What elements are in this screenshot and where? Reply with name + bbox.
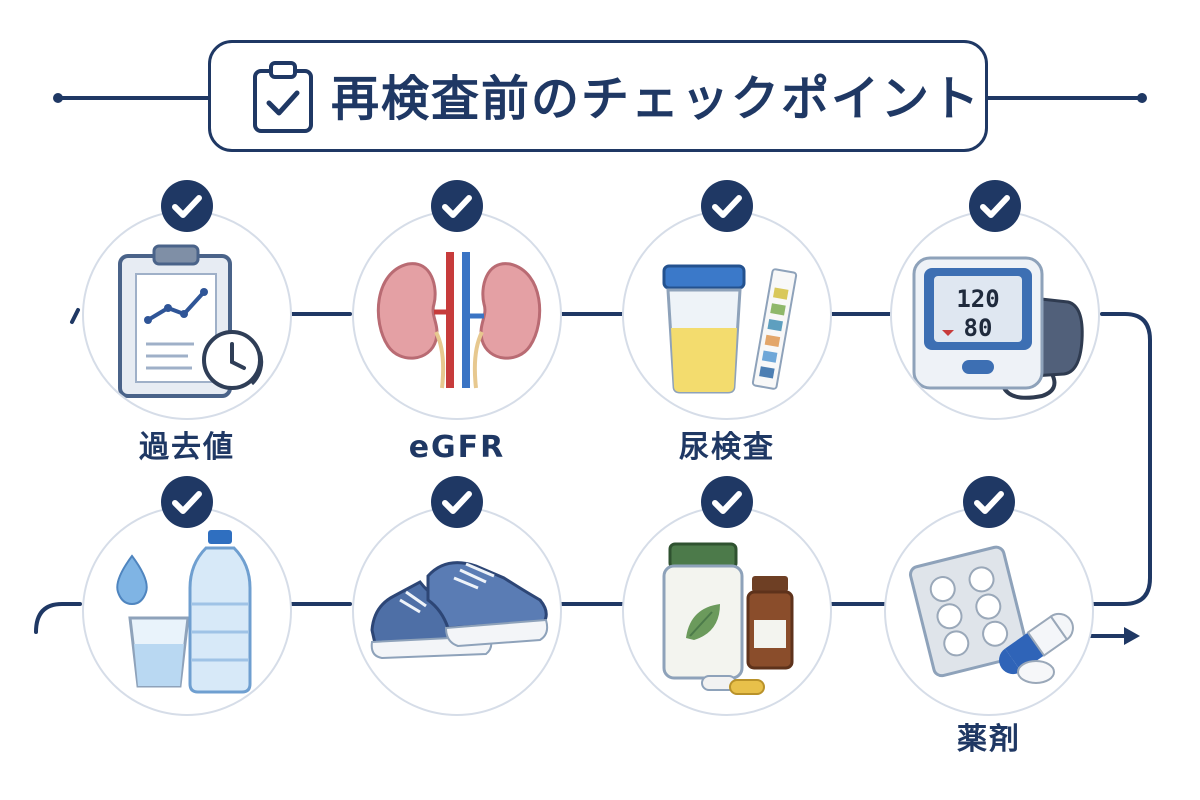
checkpoint-supplements — [622, 476, 832, 716]
sneakers-icon — [370, 561, 549, 660]
clipboard-chart-clock-icon — [118, 244, 264, 398]
check-badge-icon — [431, 180, 483, 232]
checkpoint-circle — [622, 506, 832, 716]
checkpoint-exercise — [352, 476, 562, 716]
check-badge-icon — [701, 476, 753, 528]
checkpoint-circle: 120 80 — [890, 210, 1100, 420]
checkpoint-circle — [82, 506, 292, 716]
checkpoint-circle — [352, 506, 562, 716]
checkpoint-blood-pressure: 120 80 — [890, 180, 1100, 420]
page-title: 再検査前のチェックポイント — [331, 71, 982, 127]
clipboard-check-icon — [253, 61, 313, 133]
kidneys-icon — [376, 252, 542, 389]
checkpoint-medication: 薬剤 — [884, 476, 1094, 757]
check-badge-icon — [701, 180, 753, 232]
checkpoint-hydration — [82, 476, 292, 716]
checkpoint-circle — [622, 210, 832, 420]
medicine-blister-pack-icon — [908, 545, 1074, 684]
checkpoint-label: 薬剤 — [957, 722, 1021, 757]
check-badge-icon — [969, 180, 1021, 232]
checkpoint-circle — [82, 210, 292, 420]
title-banner: 再検査前のチェックポイント — [208, 40, 988, 152]
checkpoint-label: 尿検査 — [679, 430, 775, 465]
bp-systolic-readout: 120 — [956, 285, 999, 313]
checkpoint-circle — [884, 506, 1094, 716]
checkpoint-urine-test: 尿検査 — [622, 180, 832, 465]
check-badge-icon — [161, 180, 213, 232]
checkpoint-egfr: eGFR — [352, 180, 562, 465]
check-badge-icon — [161, 476, 213, 528]
checkpoint-label: 過去値 — [139, 430, 235, 465]
bp-diastolic-readout: 80 — [964, 314, 993, 342]
checkpoint-circle — [352, 210, 562, 420]
checkpoint-past-values: 過去値 — [82, 180, 292, 465]
blood-pressure-monitor-icon: 120 80 — [912, 256, 1084, 400]
checkpoint-label: eGFR — [408, 430, 506, 465]
water-glass-bottle-icon — [116, 530, 252, 694]
supplement-bottles-icon — [662, 542, 794, 695]
check-badge-icon — [963, 476, 1015, 528]
check-badge-icon — [431, 476, 483, 528]
urine-cup-test-strip-icon — [662, 264, 798, 394]
